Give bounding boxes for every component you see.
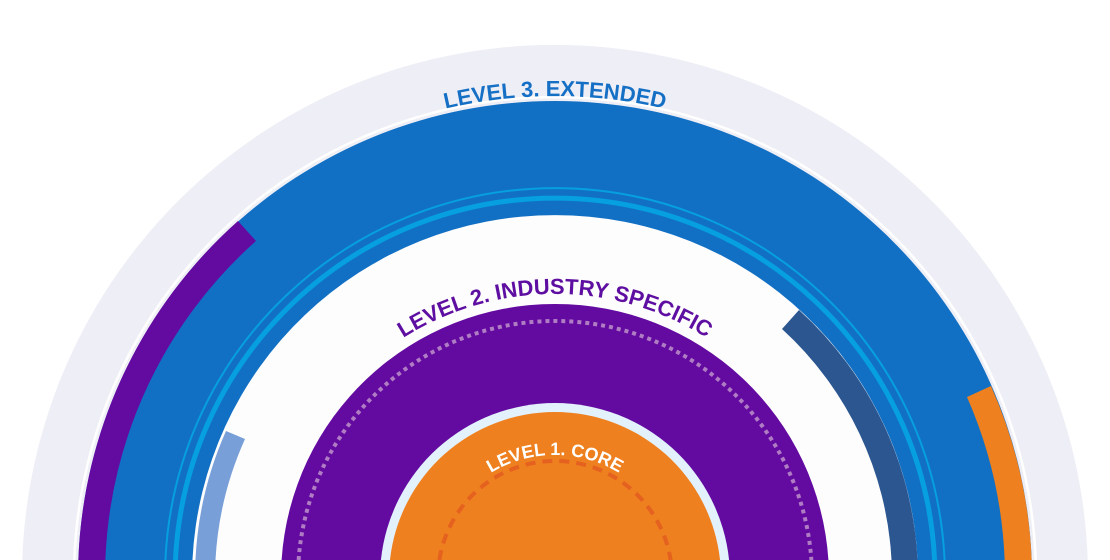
segment-purple: [78, 221, 256, 560]
core-dashed-ring: [437, 459, 673, 560]
segment-orange: [967, 386, 1032, 560]
outer-white-line: [73, 95, 1037, 560]
accent-line-inner: [172, 195, 938, 560]
accent-line-outer: [164, 187, 946, 560]
core-disk: [389, 412, 721, 560]
segment-dark-blue: [782, 310, 918, 560]
industry-dotted-ring: [296, 318, 814, 560]
segment-light-blue: [195, 431, 245, 560]
